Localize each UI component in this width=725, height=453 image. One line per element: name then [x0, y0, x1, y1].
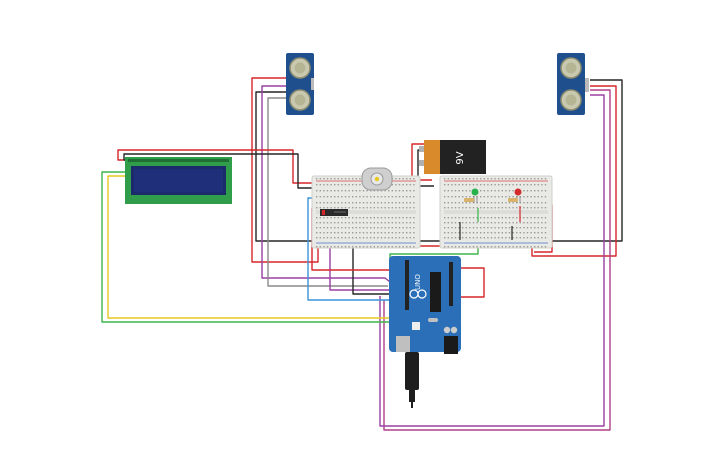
wire-red-battery[interactable] — [411, 143, 432, 181]
usb-cable[interactable] — [405, 352, 419, 408]
wire-red-arduino-5v[interactable] — [460, 267, 485, 298]
wire-purple-board[interactable] — [329, 232, 390, 291]
breadboard-right-holes — [444, 178, 547, 248]
wire-black-left-sensor-gnd[interactable] — [255, 91, 318, 242]
wire-black-right-sensor-gnd[interactable] — [550, 79, 623, 242]
wire-red-left-sensor-vcc[interactable] — [251, 77, 319, 263]
wire-magenta-right-sensor-trig[interactable] — [383, 89, 611, 431]
arduino-board-text: UNO — [414, 274, 422, 290]
wire-gray-left-sensor-echo[interactable] — [267, 97, 388, 287]
arduino-logo-icon — [409, 289, 427, 299]
wire-purple-left-sensor-trig[interactable] — [261, 85, 391, 283]
battery-label: 9V — [455, 151, 466, 164]
dc-motor[interactable] — [361, 167, 393, 191]
wire-red-lcd[interactable] — [117, 149, 318, 184]
wire-black-board[interactable] — [352, 234, 390, 295]
resistor-right[interactable] — [508, 198, 518, 202]
battery-9v[interactable]: 9V — [419, 140, 486, 174]
lcd-display[interactable] — [125, 157, 232, 204]
wire-green-lcd[interactable] — [101, 171, 390, 323]
breadboard-left-holes — [316, 178, 415, 248]
led-green[interactable] — [471, 188, 479, 204]
breadboard-right[interactable] — [439, 175, 553, 249]
wires — [101, 77, 623, 431]
wire-purple-right-sensor-echo[interactable] — [379, 94, 605, 427]
ultrasonic-sensor-left[interactable] — [286, 53, 314, 115]
led-jumper-wires — [459, 206, 521, 240]
ultrasonic-sensor-right[interactable] — [557, 53, 589, 115]
arduino-uno[interactable]: UNO — [389, 256, 461, 354]
wire-red-right-sensor-vcc[interactable] — [531, 85, 617, 257]
motor-driver-ic[interactable] — [320, 209, 348, 216]
resistor-left[interactable] — [464, 198, 474, 202]
wire-yellow-lcd[interactable] — [107, 175, 390, 319]
